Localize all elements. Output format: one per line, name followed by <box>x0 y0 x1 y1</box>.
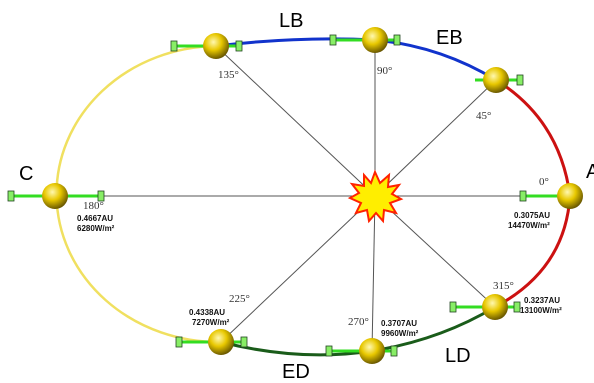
angle-label-135: 135° <box>218 69 239 81</box>
orbit-arc-ld <box>371 305 496 353</box>
distance-label-0: 0.3075AU <box>514 211 550 220</box>
segment-label-lb: LB <box>279 10 303 32</box>
spacecraft-135 <box>170 33 243 59</box>
angle-label-45: 45° <box>476 110 491 122</box>
orbit-arc-c <box>55 44 222 344</box>
radial-line-135 <box>215 45 376 197</box>
spacecraft-0 <box>519 183 583 209</box>
distance-label-270: 0.3707AU <box>381 319 417 328</box>
radial-line-225 <box>220 195 376 343</box>
segment-label-eb: EB <box>436 27 463 49</box>
sun-icon <box>347 169 404 224</box>
flux-label-315: 13100W/m² <box>520 306 562 315</box>
distance-label-315: 0.3237AU <box>524 296 560 305</box>
spacecraft-180 <box>7 183 105 209</box>
angle-label-90: 90° <box>377 65 392 77</box>
angle-label-225: 225° <box>229 293 250 305</box>
angle-label-270: 270° <box>348 316 369 328</box>
radial-line-45 <box>374 79 497 197</box>
radial-line-315 <box>374 195 496 308</box>
spacecraft-45 <box>475 67 524 93</box>
orbit-arc-ed <box>220 340 373 357</box>
distance-label-180: 0.4667AU <box>77 214 113 223</box>
spacecraft-315 <box>449 294 521 320</box>
flux-label-225: 7270W/m² <box>192 318 230 327</box>
segment-label-ld: LD <box>445 345 471 367</box>
segment-label-a: A <box>586 161 594 183</box>
flux-label-270: 9960W/m² <box>381 329 419 338</box>
radial-line-270 <box>371 195 376 352</box>
spacecraft-270 <box>325 338 398 364</box>
spacecraft-90 <box>329 27 401 53</box>
flux-label-0: 14470W/m² <box>508 221 550 230</box>
segment-label-c: C <box>19 163 33 185</box>
distance-label-225: 0.4338AU <box>189 308 225 317</box>
segment-label-ed: ED <box>282 361 310 383</box>
spacecraft-225 <box>175 329 248 355</box>
angle-label-0: 0° <box>539 176 549 188</box>
angle-label-315: 315° <box>493 280 514 292</box>
angle-label-180: 180° <box>83 200 104 212</box>
flux-label-180: 6280W/m² <box>77 224 115 233</box>
